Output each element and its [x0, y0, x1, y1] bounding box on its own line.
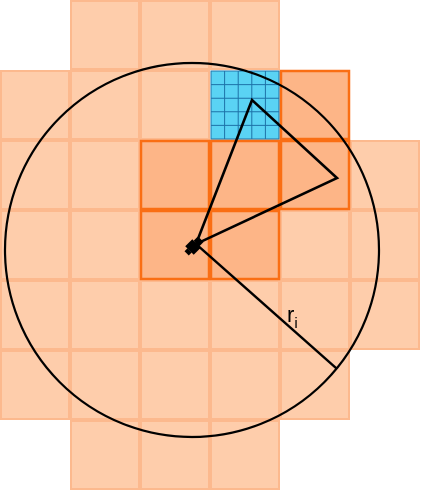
grid-cell-light	[70, 70, 140, 140]
grid-cell-light	[350, 140, 420, 210]
grid-cell-light	[210, 420, 280, 490]
fine-grid-overlay	[210, 70, 280, 140]
grid-cell-light	[210, 280, 280, 350]
grid-cell-light	[140, 0, 210, 70]
grid-cell-highlighted	[279, 69, 351, 141]
grid-cell-light	[70, 350, 140, 420]
grid-cell-light	[0, 350, 70, 420]
grid-cell-light	[140, 350, 210, 420]
grid-cell-light	[140, 280, 210, 350]
grid-cell-light	[210, 350, 280, 420]
grid-cell-highlighted	[209, 139, 281, 211]
grid-cell-light	[70, 0, 140, 70]
grid-cell-light	[70, 140, 140, 210]
grid-cell-light	[70, 420, 140, 490]
radius-label: ri	[287, 302, 298, 332]
camera-sensor-icon	[184, 236, 204, 256]
grid-cell-light	[70, 210, 140, 280]
grid-cell-light	[0, 210, 70, 280]
grid-cell-light	[0, 280, 70, 350]
grid-cell-light	[280, 280, 350, 350]
grid-cell-fine	[210, 70, 280, 140]
radius-line	[195, 243, 337, 369]
grid-cell-light	[350, 210, 420, 280]
sensing-range-circle	[3, 61, 381, 439]
field-of-view-triangle	[193, 97, 340, 247]
grid-cell-light	[280, 210, 350, 280]
grid-cell-light	[70, 280, 140, 350]
grid-cell-highlighted	[139, 139, 211, 211]
grid-cell-light	[0, 70, 70, 140]
radius-label-main: r	[287, 302, 294, 327]
grid-cell-light	[140, 70, 210, 140]
grid-cell-light	[140, 420, 210, 490]
grid-cell-light	[350, 280, 420, 350]
radius-label-subscript: i	[294, 315, 297, 332]
grid-cell-light	[210, 0, 280, 70]
